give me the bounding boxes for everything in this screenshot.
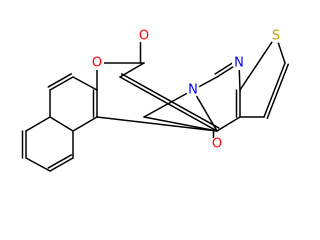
bond-C4-C4a — [96, 116, 218, 132]
bond-CH2-N3 — [143, 89, 194, 118]
atom-label-layer: O O N N S O — [90, 29, 283, 152]
bond-double-C10-C9 — [47, 154, 73, 169]
bond-C8-C9 — [25, 157, 51, 172]
bond-double-C5t-C6t — [266, 63, 290, 120]
bond-C6-C5 — [49, 76, 74, 91]
bond-C9-C10 — [49, 157, 74, 172]
bond-double-C5-C6 — [47, 73, 73, 88]
bond-C10a-C6a — [49, 116, 74, 132]
bond-double-C3-C4 — [120, 73, 220, 129]
atom-label-s-thiophene: S — [272, 29, 280, 44]
bond-layer — [21, 35, 290, 172]
atom-label-o-carbonyl-pyrimidinone: O — [212, 137, 222, 152]
bond-C6a-C7 — [25, 116, 51, 132]
atom-n-pyrimidine: N — [232, 56, 246, 71]
atom-o-ring: O — [90, 56, 104, 71]
atom-label-n-linker: N — [188, 83, 198, 98]
atom-s-thiophene: S — [269, 29, 283, 44]
bond-C4a2-C4 — [216, 116, 241, 132]
bond-C5t-C6t — [263, 62, 286, 118]
bond-C4-CH2 — [143, 116, 218, 132]
bond-C7a-S — [239, 35, 277, 91]
atom-o-carbonyl-coumarin: O — [137, 29, 151, 44]
bond-C4a-C10a — [72, 116, 98, 132]
bond-C5-C10b — [72, 76, 98, 91]
atom-label-n-pyrimidine: N — [234, 56, 244, 71]
atom-label-o-carbonyl-coumarin: O — [139, 29, 149, 44]
atom-label-o-ring: O — [92, 56, 102, 71]
molecule-structure: O O N N S O — [21, 29, 290, 172]
atom-o-carbonyl-pyrimidinone: O — [210, 137, 224, 152]
atom-n-linker: N — [186, 83, 200, 98]
